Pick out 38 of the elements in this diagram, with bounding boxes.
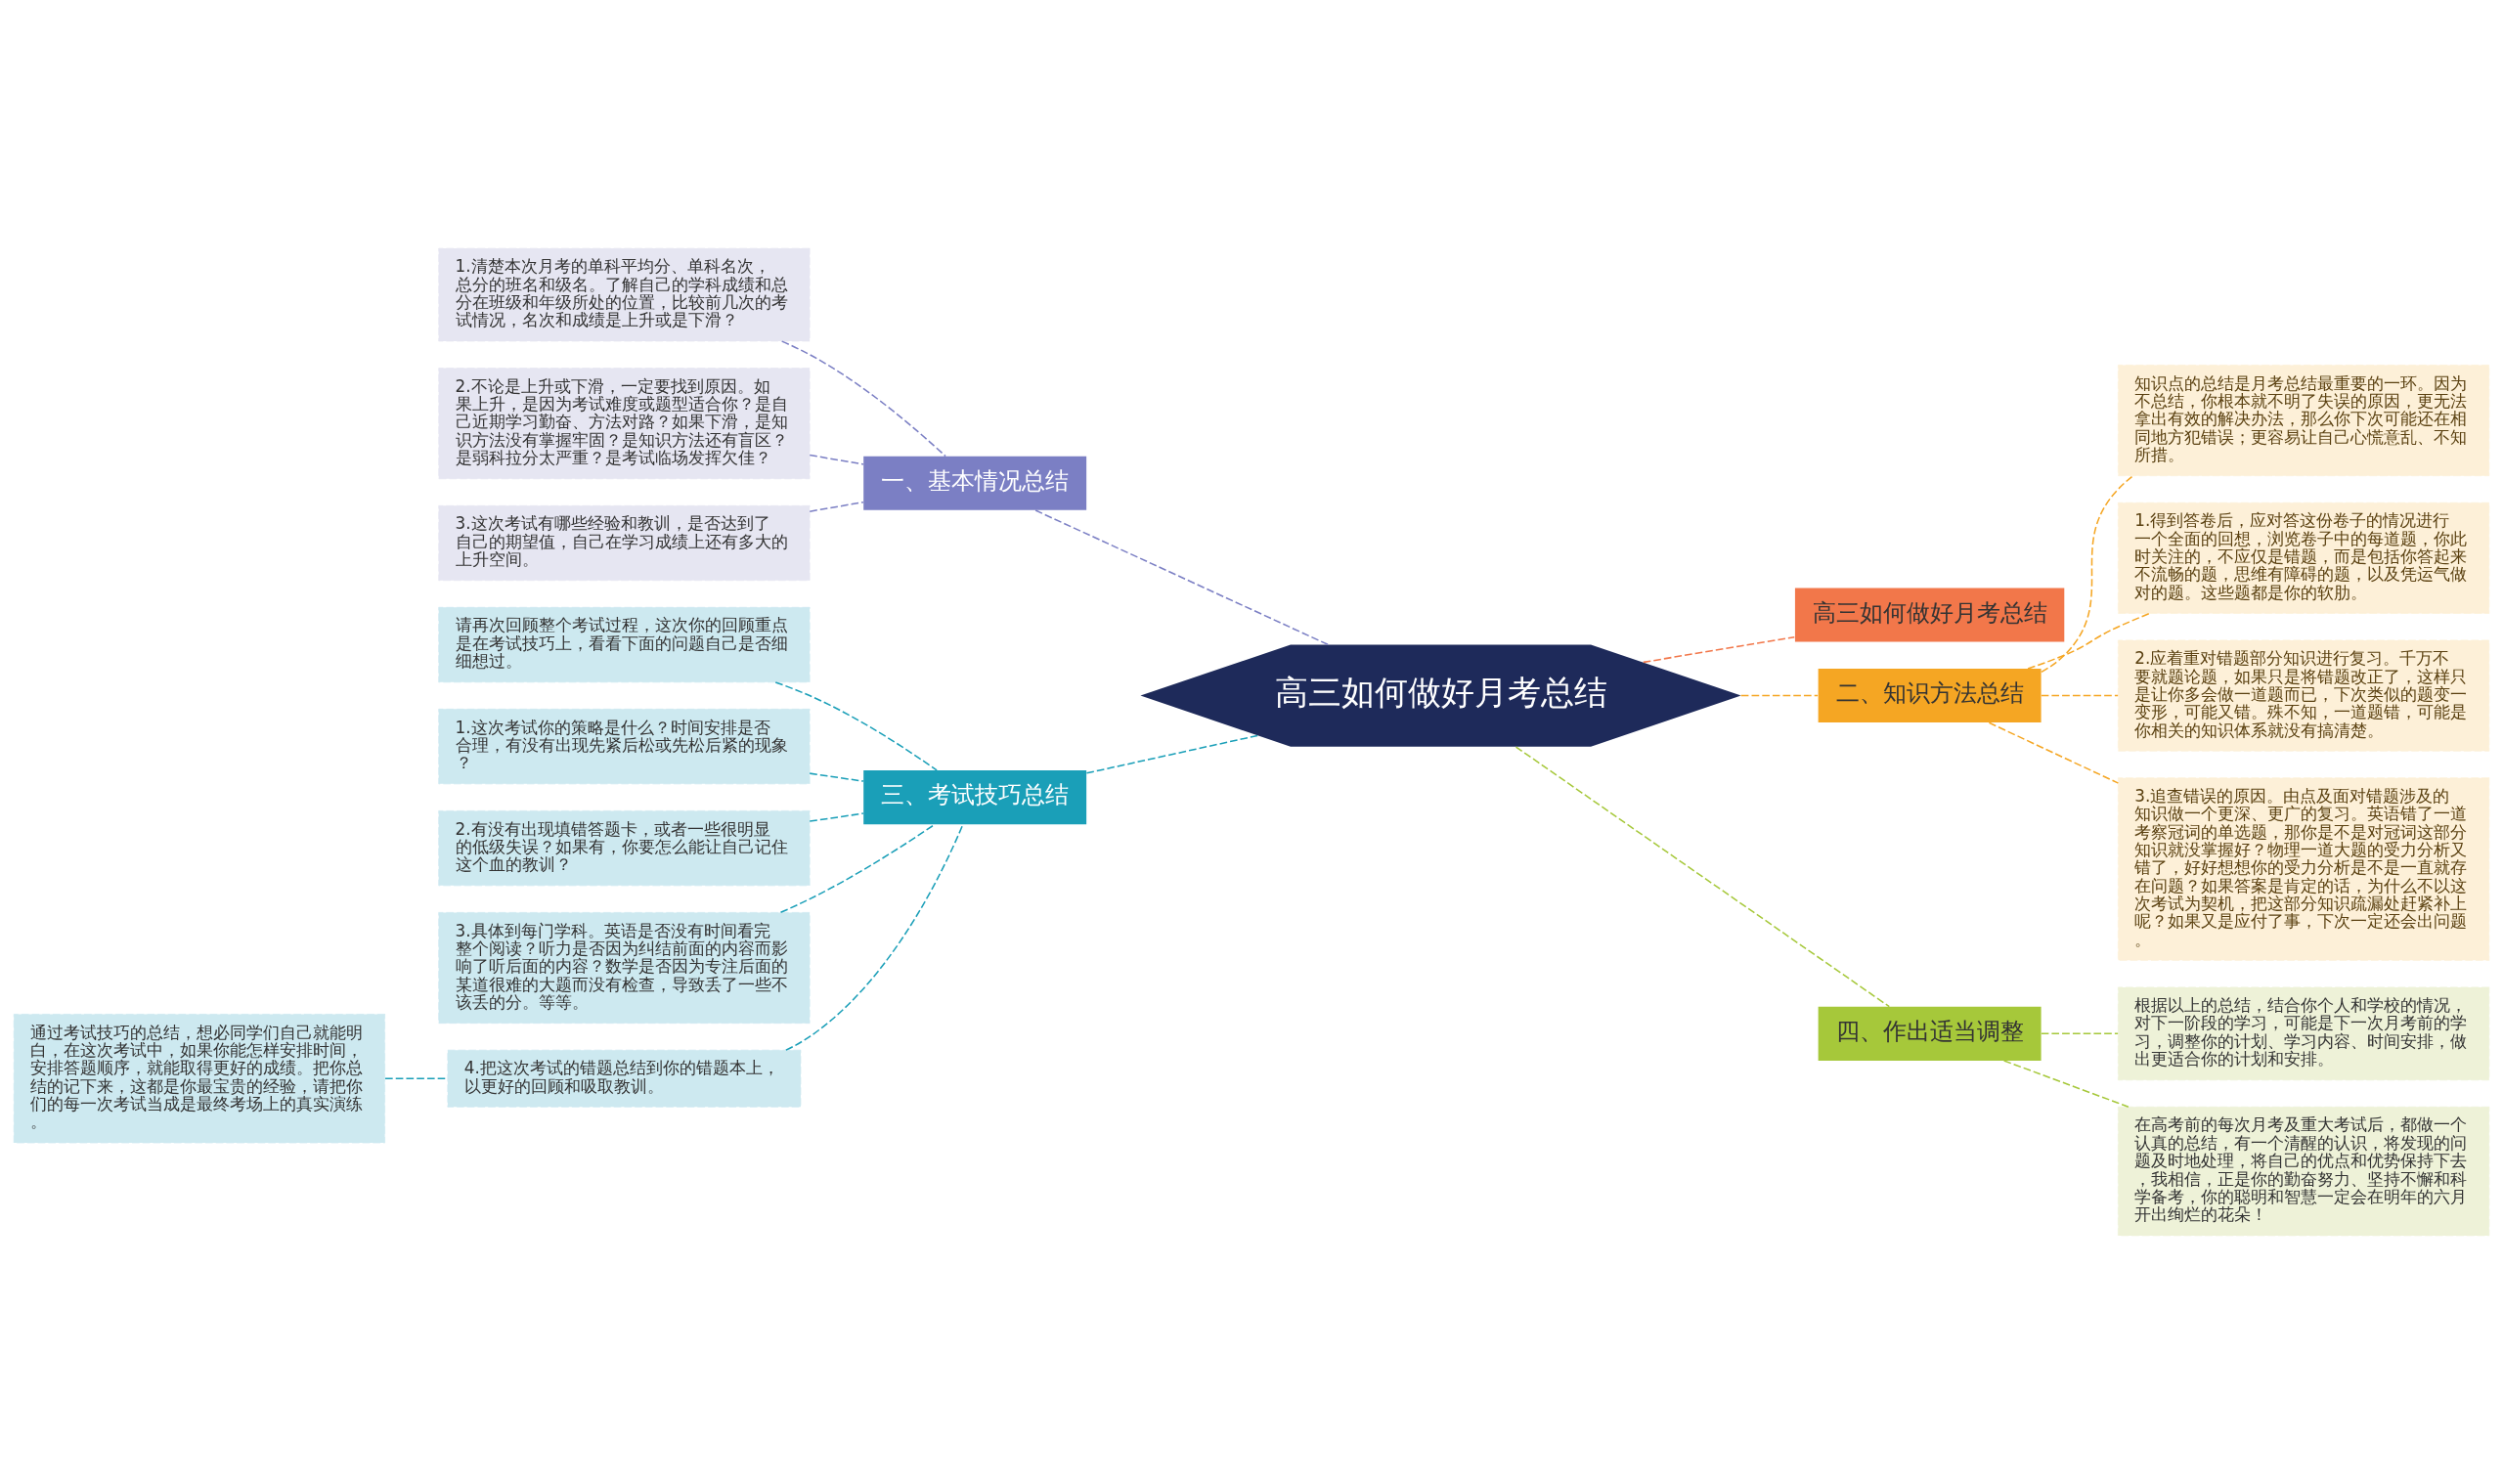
connector bbox=[1739, 694, 1819, 697]
connector bbox=[809, 454, 864, 465]
connector bbox=[809, 812, 864, 822]
connector bbox=[2002, 1060, 2130, 1108]
connector bbox=[2027, 612, 2151, 670]
connector bbox=[2041, 474, 2134, 674]
node-box: 3.这次考试有哪些经验和教训，是否达到了自己的期望值，自己在学习成绩上还有多大的上升空间。 bbox=[438, 504, 811, 582]
connector bbox=[780, 340, 946, 458]
connector bbox=[2041, 694, 2119, 697]
node-box: 四、作出适当调整 bbox=[1818, 1006, 2042, 1061]
node-box: 1.清楚本次月考的单科平均分、单科名次，总分的班名和级名。了解自己的学科成绩和总分在班级和年级所处的位置，比较前几次的考试情况，名次和成绩是上升或是下滑？ bbox=[438, 247, 811, 342]
node-box: 请再次回顾整个考试过程，这次你的回顾重点是在考试技巧上，看看下面的问题自己是否细细想过。 bbox=[438, 606, 811, 683]
node-box: 高三如何做好月考总结 bbox=[1794, 588, 2065, 642]
node-box: 一、基本情况总结 bbox=[863, 456, 1087, 510]
connector bbox=[1988, 721, 2120, 784]
node-box: 知识点的总结是月考总结最重要的一环。因为不总结，你根本就不明了失误的原因，更无法拿出有效的解决办法，那么你下次可能还在相同地方犯错误；更容易让自己心慌意乱、不知所措。 bbox=[2118, 365, 2490, 477]
connector bbox=[1034, 509, 1329, 646]
connector bbox=[809, 772, 864, 782]
connector bbox=[1085, 734, 1258, 774]
node-box: 通过考试技巧的总结，想必同学们自己就能明白，在这次考试中，如果你能怎样安排时间，安排答题顺序，就能取得更好的成绩。把你总结的记下来，这都是你最宝贵的经验，请把你们的每一次考试当成是最终考场上的真实演练。 bbox=[13, 1014, 385, 1144]
connector bbox=[774, 681, 938, 771]
connector bbox=[1515, 746, 1891, 1008]
connector bbox=[785, 823, 964, 1051]
connector bbox=[2041, 1032, 2119, 1035]
node-box: 2.有没有出现填错答题卡，或者一些很明显的低级失误？如果有，你要怎么能让自己记住这个血的教训？ bbox=[438, 810, 811, 887]
node-box: 三、考试技巧总结 bbox=[863, 770, 1087, 825]
node-box: 2.不论是上升或下滑，一定要找到原因。如果上升，是因为考试难度或题型适合你？是自己近期学习勤奋、方法对路？如果下滑，是知识方法没有掌握牢固？是知识方法还有盲区？是弱科拉分太严重？是考试临场发挥欠佳？ bbox=[438, 368, 811, 480]
node-box: 1.得到答卷后，应对答这份卷子的情况进行一个全面的回想，浏览卷子中的每道题，你此时关注的，不应仅是错题，而是包括你答起来不流畅的题，思维有障碍的题，以及凭运气做对的题。这些题都是你的软肋。 bbox=[2118, 502, 2490, 614]
connector bbox=[809, 501, 864, 512]
node-box: 在高考前的每次月考及重大考试后，都做一个认真的总结，有一个清醒的认识，将发现的问题及时地处理，将自己的优点和优势保持下去，我相信，正是你的勤奋努力、坚持不懈和科学备考，你的聪明和智慧一定会在明年的六月开出绚烂的花朵！ bbox=[2118, 1106, 2490, 1237]
node-box: 2.应着重对错题部分知识进行复习。千万不要就题论题，如果只是将错题改正了，这样只是让你多会做一道题而已，下次类似的题变一变形，可能又错。殊不知，一道题错，可能是你相关的知识体系就没有搞清楚。 bbox=[2118, 639, 2490, 752]
connector bbox=[1643, 635, 1796, 664]
node-box: 4.把这次考试的错题总结到你的错题本上，以更好的回顾和吸取教训。 bbox=[447, 1049, 802, 1108]
node-box: 二、知识方法总结 bbox=[1818, 669, 2042, 723]
node-box: 3.追查错误的原因。由点及面对错题涉及的知识做一个更深、更广的复习。英语错了一道考察冠词的单选题，那你是不是对冠词这部分知识就没掌握好？物理一道大题的受力分析又错了，好好想想你的受力分析是不是一直就存在问题？如果答案是肯定的话，为什么不以这次考试为契机，把这部分知识疏漏处赶紧补上呢？如果又是应付了事，下次一定还会出问题。 bbox=[2118, 777, 2490, 961]
node-box: 3.具体到每门学科。英语是否没有时间看完整个阅读？听力是否因为纠结前面的内容而影响了听后面的内容？数学是否因为专注后面的某道很难的大题而没有检查，导致丢了一些不该丢的分。等等。 bbox=[438, 912, 811, 1024]
node-box: 1.这次考试你的策略是什么？时间安排是否合理，有没有出现先紧后松或先松后紧的现象？ bbox=[438, 708, 811, 785]
node-box: 根据以上的总结，结合你个人和学校的情况，对下一阶段的学习，可能是下一次月考前的学习，调整你的计划、学习内容、时间安排，做出更适合你的计划和安排。 bbox=[2118, 986, 2490, 1081]
